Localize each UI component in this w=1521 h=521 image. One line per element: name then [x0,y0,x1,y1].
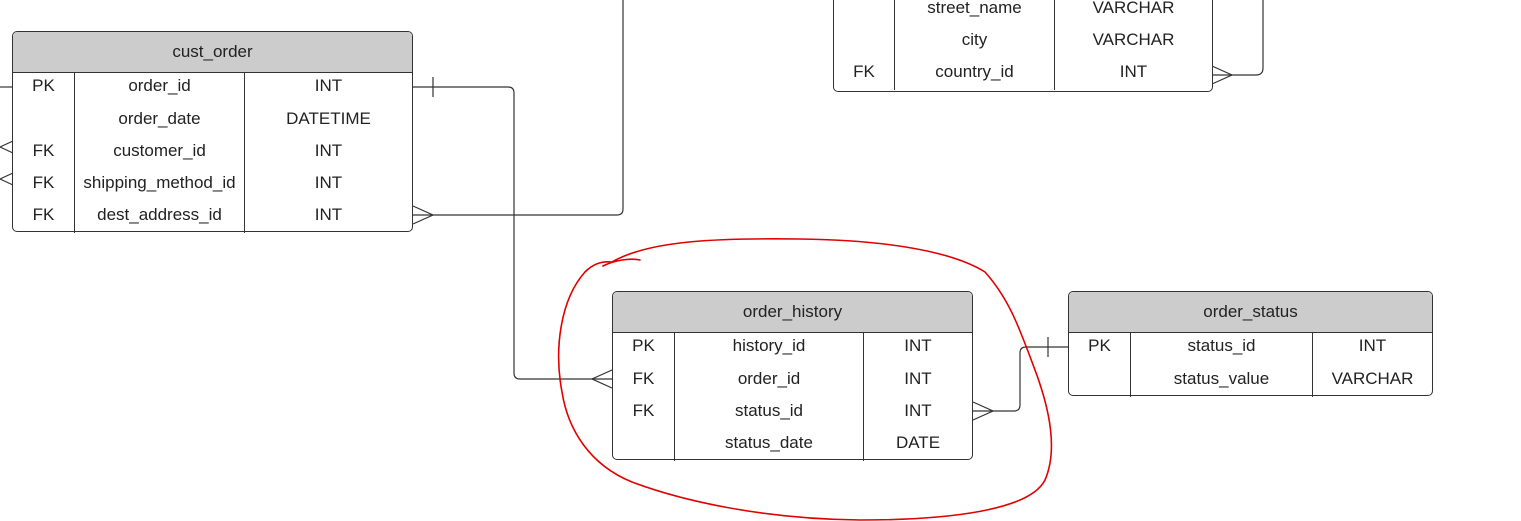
entity-order-history: order_history PK history_id INT FK order… [612,291,973,460]
table-row: FK status_id INT [613,397,972,429]
column-type-cell: VARCHAR [1054,26,1212,58]
table-row: PK status_id INT [1069,333,1432,365]
table-row: FK order_id INT [613,365,972,397]
column-type-cell: DATE [863,429,972,461]
column-type-cell: INT [863,397,972,429]
key-cell [834,0,894,26]
table-row: FK dest_address_id INT [13,201,412,233]
key-cell [613,429,674,461]
column-type-cell: DATETIME [244,105,412,137]
address-body: street_name VARCHAR city VARCHAR FK coun… [834,0,1212,90]
table-row: FK country_id INT [834,58,1212,90]
column-name-cell: shipping_method_id [74,169,244,201]
cust-order-body: PK order_id INT order_date DATETIME FK c… [13,73,412,233]
column-type-cell: VARCHAR [1054,0,1212,26]
column-type-cell: INT [1054,58,1212,90]
column-name-cell: status_date [674,429,863,461]
table-row: order_date DATETIME [13,105,412,137]
column-name-cell: order_date [74,105,244,137]
column-type-cell: INT [863,365,972,397]
column-type-cell: INT [244,201,412,233]
entity-address: street_name VARCHAR city VARCHAR FK coun… [833,0,1213,92]
key-cell: FK [13,169,74,201]
key-cell: FK [613,397,674,429]
column-type-cell: INT [244,73,412,105]
column-name-cell: status_id [674,397,863,429]
key-cell: FK [834,58,894,90]
column-name-cell: dest_address_id [74,201,244,233]
order-history-body: PK history_id INT FK order_id INT FK sta… [613,333,972,461]
key-cell: FK [613,365,674,397]
key-cell: FK [13,201,74,233]
column-name-cell: history_id [674,333,863,365]
table-row: status_date DATE [613,429,972,461]
entity-order-status: order_status PK status_id INT status_val… [1068,291,1433,396]
column-name-cell: city [894,26,1054,58]
entity-cust-order: cust_order PK order_id INT order_date DA… [12,31,413,232]
key-cell: FK [13,137,74,169]
column-type-cell: VARCHAR [1312,365,1432,397]
order-status-title: order_status [1069,292,1432,333]
connector-order-to-history [413,87,612,379]
table-row: FK customer_id INT [13,137,412,169]
column-name-cell: customer_id [74,137,244,169]
table-row: street_name VARCHAR [834,0,1212,26]
order-status-body: PK status_id INT status_value VARCHAR [1069,333,1432,397]
cust-order-title: cust_order [13,32,412,73]
column-type-cell: INT [244,169,412,201]
table-row: FK shipping_method_id INT [13,169,412,201]
key-cell [13,105,74,137]
column-type-cell: INT [1312,333,1432,365]
key-cell: PK [1069,333,1130,365]
column-type-cell: INT [244,137,412,169]
column-name-cell: status_value [1130,365,1312,397]
key-cell [834,26,894,58]
column-name-cell: status_id [1130,333,1312,365]
table-row: PK order_id INT [13,73,412,105]
order-history-title: order_history [613,292,972,333]
column-type-cell: INT [863,333,972,365]
key-cell: PK [13,73,74,105]
table-row: PK history_id INT [613,333,972,365]
connector-history-to-status [973,347,1068,411]
table-row: status_value VARCHAR [1069,365,1432,397]
column-name-cell: street_name [894,0,1054,26]
column-name-cell: order_id [74,73,244,105]
key-cell: PK [613,333,674,365]
connector-order-to-address [413,0,623,215]
column-name-cell: order_id [674,365,863,397]
table-row: city VARCHAR [834,26,1212,58]
column-name-cell: country_id [894,58,1054,90]
key-cell [1069,365,1130,397]
connector-address-to-country [1212,0,1263,75]
